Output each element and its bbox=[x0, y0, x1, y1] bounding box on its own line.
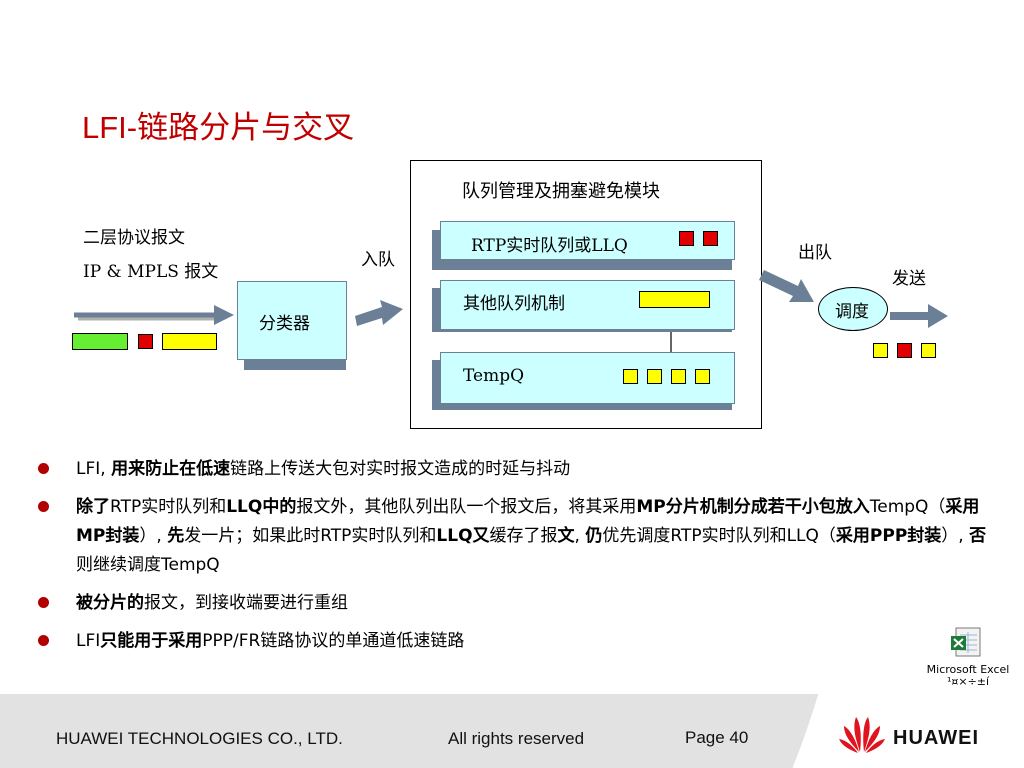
output-packet-1 bbox=[873, 343, 888, 358]
bullet-text-segment: 否 bbox=[969, 526, 987, 546]
bullet-text-segment: LLQ中的 bbox=[226, 497, 297, 517]
bullet-text-segment: MP分片机制分成若干小包放入 bbox=[636, 497, 870, 517]
bullet-list: LFI, 用来防止在低速链路上传送大包对实时报文造成的时延与抖动 除了RTP实时… bbox=[38, 455, 1000, 665]
tempq-fragment-3 bbox=[671, 369, 686, 384]
bullet-text-segment: 报文，到接收端要进行重组 bbox=[144, 593, 348, 613]
classifier-label: 分类器 bbox=[259, 314, 310, 334]
bullet-text-segment: 采用PPP封装 bbox=[835, 526, 942, 546]
bullet-text-segment: PPP/FR链路协议的单通道低速链路 bbox=[202, 631, 465, 651]
bullet-text-segment: 先 bbox=[167, 526, 185, 546]
bullet-text-segment: TempQ（ bbox=[869, 497, 946, 517]
output-packet-3 bbox=[921, 343, 936, 358]
excel-icon[interactable] bbox=[950, 627, 984, 659]
bullet-text-segment: 发一片；如果此时RTP实时队列和 bbox=[184, 526, 437, 546]
bullet-text-segment: 采用MP封装 bbox=[76, 497, 980, 546]
tempq-fragment-2 bbox=[647, 369, 662, 384]
enqueue-arrow bbox=[355, 300, 403, 326]
bullet-dot-icon bbox=[38, 597, 49, 608]
rtp-packet-2 bbox=[703, 231, 718, 246]
bullet-text-segment: ）, bbox=[139, 526, 168, 546]
bullet-dot-icon bbox=[38, 635, 49, 646]
bullet-item: 被分片的报文，到接收端要进行重组 bbox=[38, 589, 1000, 618]
excel-object-label: Microsoft Excel ¹¤×÷±í bbox=[918, 664, 1018, 688]
bullet-text-segment: 只能用于采用 bbox=[100, 631, 203, 651]
scheduler-node: 调度 bbox=[818, 287, 888, 331]
excel-label-line1: Microsoft Excel bbox=[926, 663, 1010, 676]
enqueue-label: 入队 bbox=[361, 250, 395, 270]
bullet-text-segment: LFI, bbox=[76, 459, 112, 479]
input-packet-red bbox=[138, 334, 153, 349]
bullet-text-segment: 被分片的 bbox=[76, 593, 144, 613]
footer-company: HUAWEI TECHNOLOGIES CO., LTD. bbox=[56, 729, 343, 748]
classifier-box: 分类器 bbox=[237, 281, 347, 360]
bullet-dot-icon bbox=[38, 501, 49, 512]
input-packet-yellow bbox=[162, 333, 217, 350]
send-label: 发送 bbox=[892, 269, 926, 289]
send-arrow bbox=[890, 304, 948, 328]
output-packet-2 bbox=[897, 343, 912, 358]
tempq-label: TempQ bbox=[463, 366, 525, 386]
bullet-item: LFI只能用于采用PPP/FR链路协议的单通道低速链路 bbox=[38, 627, 1000, 656]
footer-page: Page 40 bbox=[685, 728, 749, 747]
bullet-text-segment: LFI bbox=[76, 631, 101, 651]
bullet-text-segment: 用来防止在低速 bbox=[111, 459, 231, 479]
dequeue-label: 出队 bbox=[798, 243, 832, 263]
bullet-text-segment: 优先调度RTP实时队列和LLQ（ bbox=[602, 526, 836, 546]
bullet-text-segment: ）, bbox=[941, 526, 970, 546]
input-label-layer2: 二层协议报文 bbox=[83, 228, 185, 248]
bullet-text-segment: , bbox=[574, 526, 586, 546]
bullet-text-segment: 缓存了报 bbox=[489, 526, 558, 546]
other-queue-label: 其他队列机制 bbox=[463, 294, 565, 314]
bullet-text-segment: 文 bbox=[557, 526, 575, 546]
bullet-text-segment: LLQ又 bbox=[436, 526, 490, 546]
footer-rights: All rights reserved bbox=[448, 729, 585, 748]
rtp-queue-label: RTP实时队列或LLQ bbox=[471, 236, 628, 256]
bullet-item: LFI, 用来防止在低速链路上传送大包对实时报文造成的时延与抖动 bbox=[38, 455, 1000, 484]
excel-label-line2: ¹¤×÷±í bbox=[946, 675, 990, 688]
tempq-queue: TempQ bbox=[440, 352, 735, 404]
input-packet-green bbox=[72, 333, 128, 350]
bullet-text-segment: RTP实时队列和 bbox=[110, 497, 227, 517]
tempq-fragment-1 bbox=[623, 369, 638, 384]
scheduler-label: 调度 bbox=[835, 302, 869, 322]
bullet-dot-icon bbox=[38, 463, 49, 474]
rtp-packet-1 bbox=[679, 231, 694, 246]
slide-title: LFI-链路分片与交叉 bbox=[82, 110, 355, 145]
module-title: 队列管理及拥塞避免模块 bbox=[462, 181, 660, 202]
bullet-text-segment: 仍 bbox=[585, 526, 603, 546]
other-queue-packet bbox=[639, 291, 710, 308]
bullet-text-segment: 报文外，其他队列出队一个报文后，将其采用 bbox=[296, 497, 637, 517]
bullet-text-segment: 则继续调度TempQ bbox=[76, 555, 220, 575]
input-label-ip-mpls: IP & MPLS 报文 bbox=[83, 262, 219, 282]
tempq-fragment-4 bbox=[695, 369, 710, 384]
huawei-brand: HUAWEI bbox=[893, 727, 979, 749]
bullet-text-segment: 链路上传送大包对实时报文造成的时延与抖动 bbox=[230, 459, 571, 479]
bullet-text-segment: 除了 bbox=[76, 497, 110, 517]
dequeue-arrow bbox=[759, 270, 814, 302]
input-arrow-head bbox=[214, 305, 234, 325]
bullet-item: 除了RTP实时队列和LLQ中的报文外，其他队列出队一个报文后，将其采用MP分片机… bbox=[38, 493, 1000, 580]
huawei-logo-icon bbox=[839, 717, 885, 753]
